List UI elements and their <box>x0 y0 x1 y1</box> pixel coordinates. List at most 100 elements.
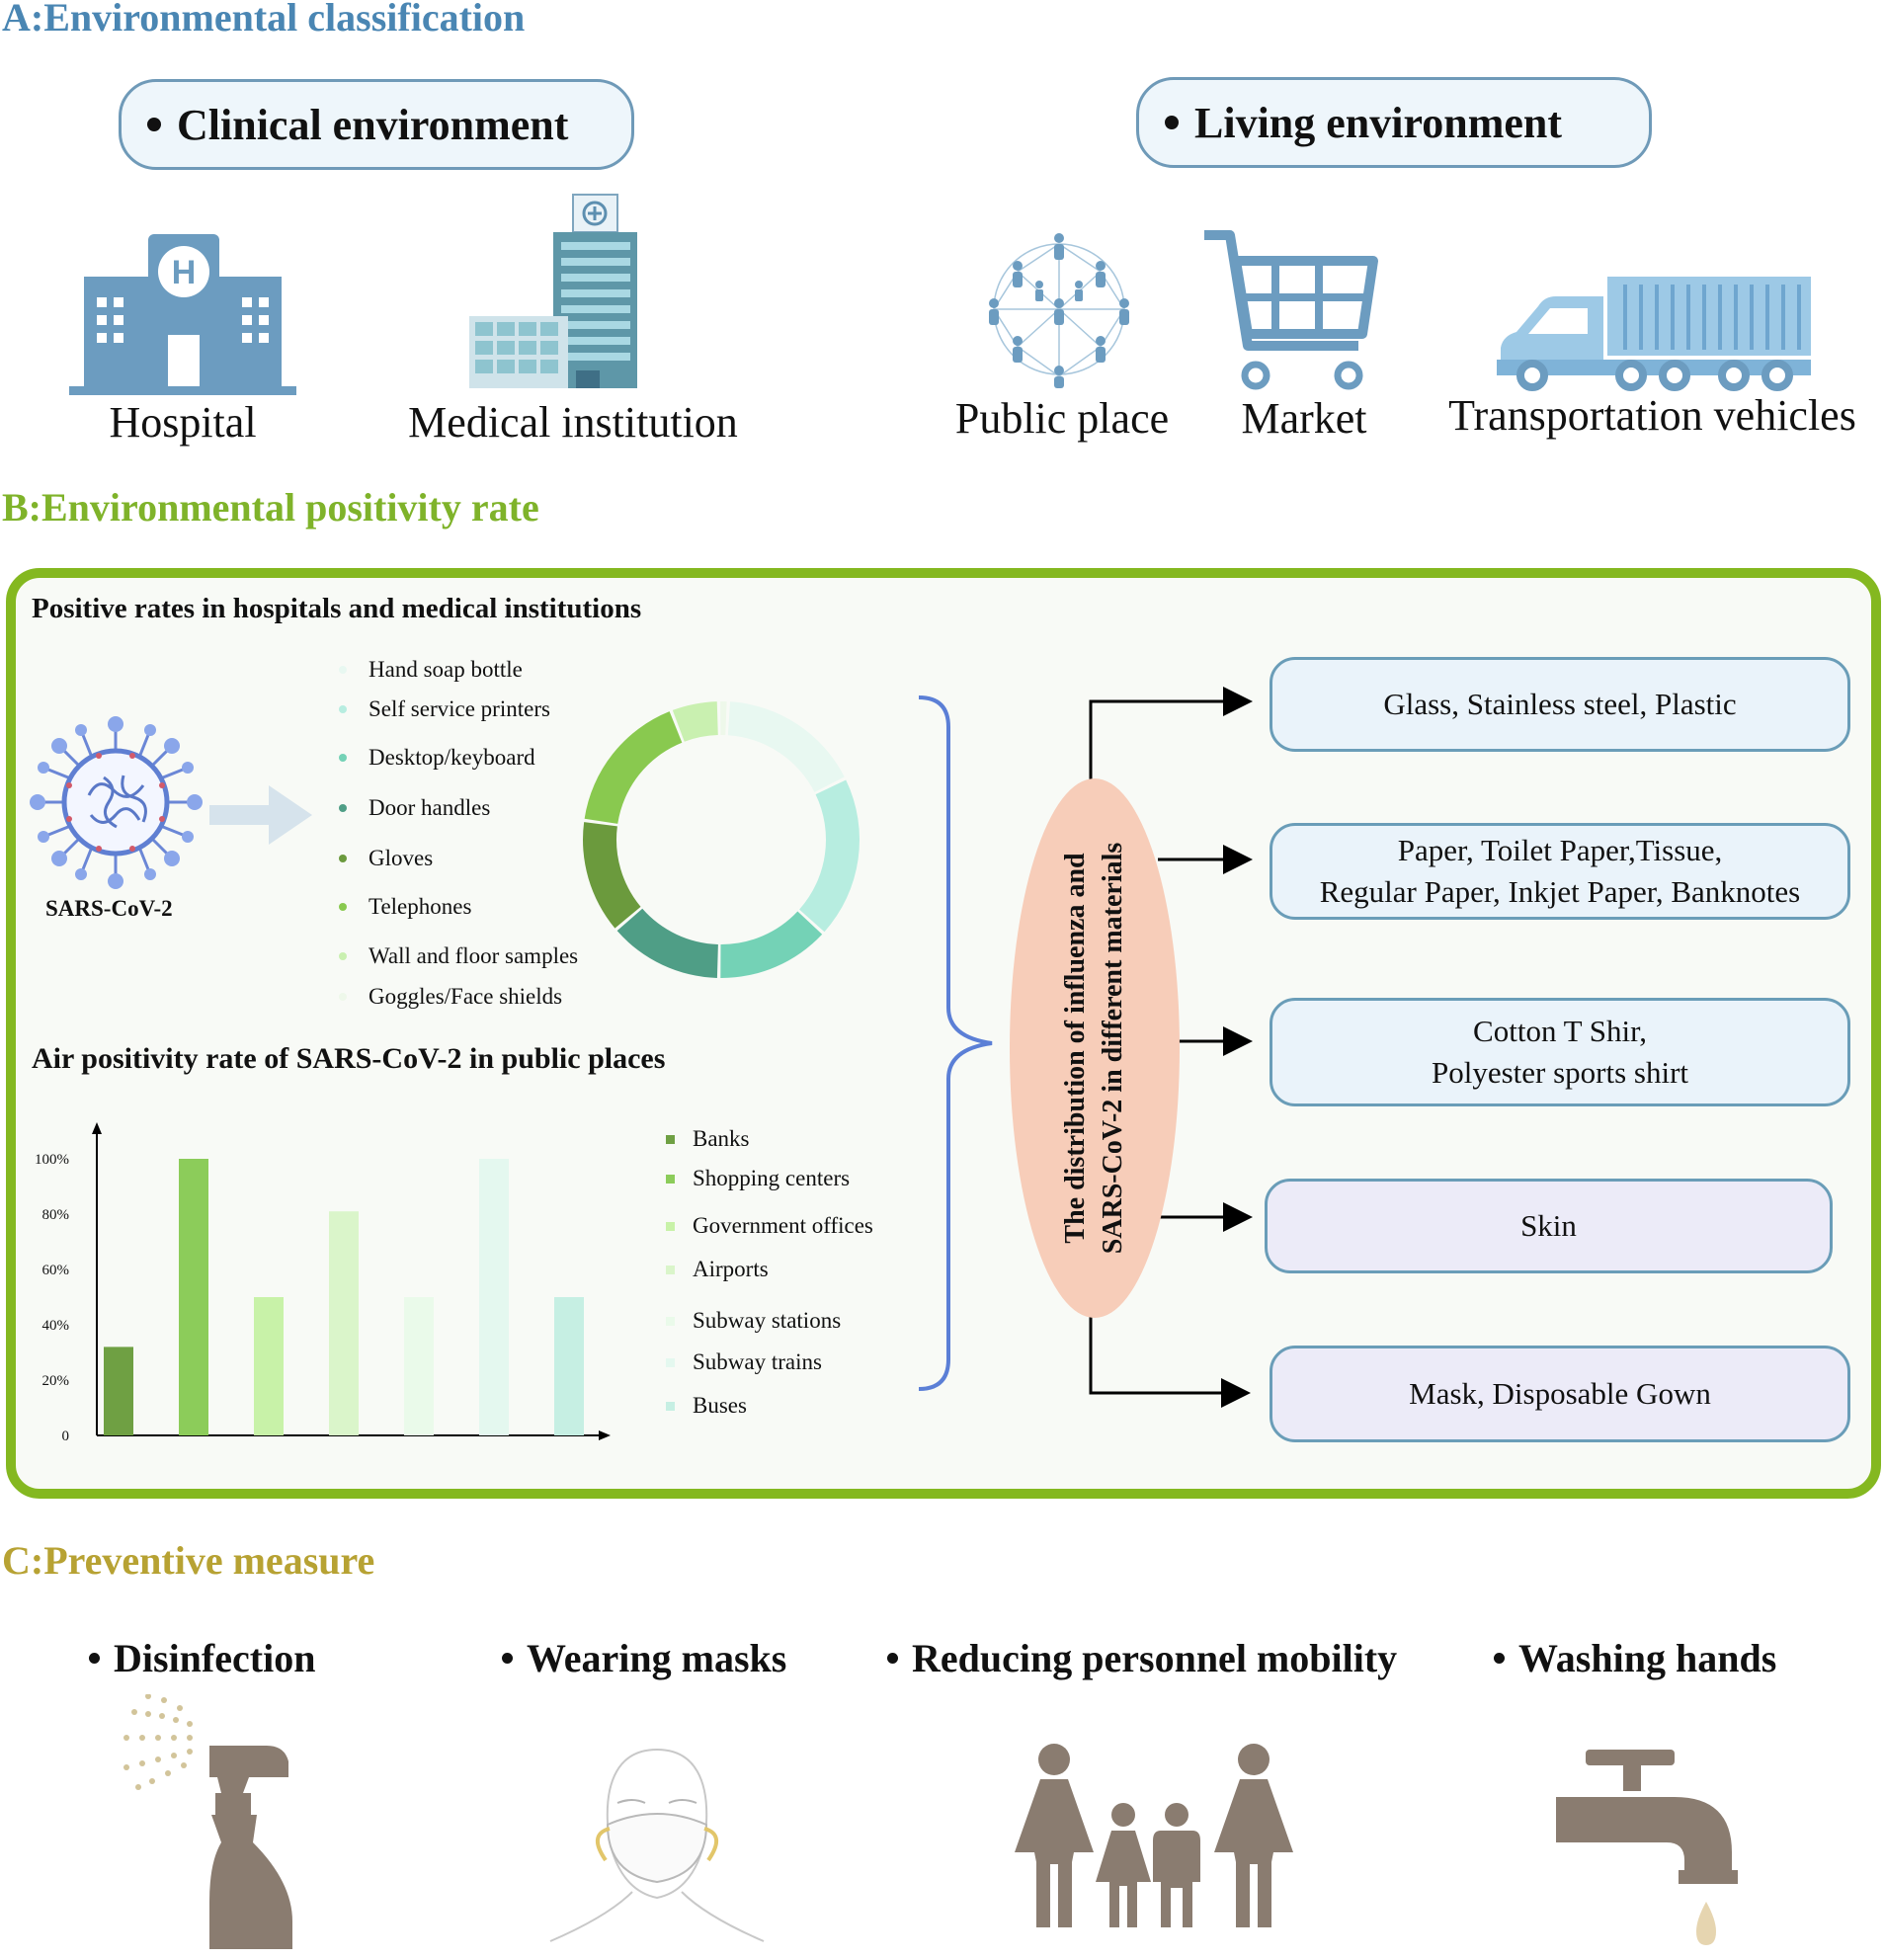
clinical-environment-label: Clinical environment <box>177 100 569 149</box>
svg-text:H: H <box>172 254 197 291</box>
y-tick-label: 0 <box>62 1429 70 1442</box>
water-tap-icon <box>1556 1750 1738 1945</box>
legend-label: Self service printers <box>369 696 550 721</box>
hospital-icon: H <box>69 234 296 395</box>
legend-label: Goggles/Face shields <box>369 984 563 1009</box>
market-label: Market <box>1241 394 1367 443</box>
section-b-title: B:Environmental positivity rate <box>2 485 539 530</box>
legend-swatch <box>339 952 347 960</box>
legend-label: Telephones <box>369 894 472 919</box>
material-text: Skin <box>1520 1208 1577 1243</box>
bar-legend-item: Banks <box>666 1126 750 1152</box>
ellipse-label-line1: The distribution of influenza and <box>1060 853 1091 1244</box>
material-box-paper: Paper, Toilet Paper,Tissue,Regular Paper… <box>1270 823 1850 920</box>
donut-legend-item: Self service printers <box>339 696 550 722</box>
measure-wearing-masks: Wearing masks <box>502 1635 786 1681</box>
donut-legend-item: Wall and floor samples <box>339 943 578 969</box>
legend-swatch <box>339 855 347 862</box>
bullet-icon <box>147 118 161 131</box>
spray-bottle-icon <box>123 1694 292 1949</box>
donut-slice <box>720 701 727 736</box>
y-tick-label: 60% <box>42 1263 70 1278</box>
legend-swatch <box>339 666 347 674</box>
market-cart-icon <box>1204 230 1378 390</box>
measure-reducing-mobility: Reducing personnel mobility <box>887 1635 1397 1681</box>
public-place-label: Public place <box>954 394 1170 443</box>
virus-label: SARS-CoV-2 <box>45 896 173 921</box>
bar-legend-item: Subway trains <box>666 1349 822 1375</box>
material-text: Regular Paper, Inkjet Paper, Banknotes <box>1319 874 1801 909</box>
material-text: Mask, Disposable Gown <box>1409 1376 1711 1411</box>
donut-legend-item: Gloves <box>339 846 433 871</box>
medical-institution-label: Medical institution <box>408 398 738 447</box>
bullet-icon <box>1165 116 1179 129</box>
legend-swatch <box>339 804 347 812</box>
material-box-hard-surfaces: Glass, Stainless steel, Plastic <box>1270 657 1850 752</box>
bar <box>404 1297 434 1435</box>
bar-legend-item: Airports <box>666 1257 769 1282</box>
bar <box>254 1297 284 1435</box>
living-environment-pill: Living environment <box>1136 77 1652 168</box>
legend-swatch <box>666 1316 675 1326</box>
measure-label: Disinfection <box>114 1636 316 1680</box>
curly-bracket <box>918 695 993 1391</box>
air-heading: Air positivity rate of SARS-CoV-2 in pub… <box>32 1042 666 1075</box>
legend-swatch <box>666 1174 675 1184</box>
donut-legend-item: Desktop/keyboard <box>339 745 535 771</box>
family-icon <box>1015 1744 1293 1927</box>
legend-swatch <box>666 1401 675 1411</box>
material-text: Cotton T Shir, <box>1473 1014 1647 1048</box>
bar-chart: 020%40%60%80%100% <box>35 1122 611 1442</box>
section-c-title: C:Preventive measure <box>2 1538 375 1583</box>
bar-legend-item: Shopping centers <box>666 1166 850 1191</box>
donut-slice <box>584 711 683 824</box>
legend-label: Government offices <box>693 1213 873 1238</box>
bar-legend-item: Subway stations <box>666 1308 841 1334</box>
donut-slice <box>727 701 845 792</box>
donut-chart <box>583 701 860 978</box>
public-place-icon <box>989 233 1129 388</box>
bar <box>179 1159 208 1435</box>
legend-label: Gloves <box>369 846 434 870</box>
legend-label: Subway trains <box>693 1349 822 1374</box>
hospital-label: Hospital <box>109 398 257 447</box>
legend-label: Banks <box>693 1126 750 1151</box>
legend-swatch <box>339 903 347 911</box>
bullet-icon <box>1494 1653 1505 1664</box>
y-tick-label: 20% <box>42 1373 70 1389</box>
clinical-environment-pill: Clinical environment <box>119 79 634 170</box>
donut-legend-item: Hand soap bottle <box>339 657 523 683</box>
legend-label: Desktop/keyboard <box>369 745 535 770</box>
legend-label: Subway stations <box>693 1308 842 1333</box>
legend-label: Airports <box>693 1257 769 1281</box>
transportation-vehicles-label: Transportation vehicles <box>1448 391 1856 440</box>
material-box-mask-gown: Mask, Disposable Gown <box>1270 1346 1850 1442</box>
connector-lines <box>1089 687 1253 1408</box>
legend-label: Hand soap bottle <box>369 657 523 682</box>
bar <box>104 1347 133 1435</box>
virus-icon <box>30 716 203 889</box>
legend-label: Door handles <box>369 795 491 820</box>
measure-label: Washing hands <box>1518 1636 1777 1680</box>
arrow-icon <box>209 785 312 845</box>
bullet-icon <box>502 1653 513 1664</box>
donut-legend-item: Door handles <box>339 795 490 821</box>
truck-icon <box>1497 277 1811 391</box>
hospital-heading: Positive rates in hospitals and medical … <box>32 593 642 624</box>
bar-legend-item: Buses <box>666 1393 747 1419</box>
y-axis-arrow <box>92 1122 102 1134</box>
materials-ellipse-label: The distribution of influenza and SARS-C… <box>1057 801 1132 1295</box>
legend-swatch <box>339 705 347 713</box>
bar <box>329 1211 359 1435</box>
materials-ellipse <box>1010 778 1180 1318</box>
y-tick-label: 80% <box>42 1207 70 1223</box>
bullet-icon <box>89 1653 100 1664</box>
measure-disinfection: Disinfection <box>89 1635 315 1681</box>
donut-slice <box>672 701 718 742</box>
measure-washing-hands: Washing hands <box>1494 1635 1776 1681</box>
donut-slice <box>583 822 641 929</box>
material-box-skin: Skin <box>1265 1179 1833 1273</box>
bullet-icon <box>887 1653 898 1664</box>
bar <box>479 1159 509 1435</box>
legend-swatch <box>666 1265 675 1274</box>
